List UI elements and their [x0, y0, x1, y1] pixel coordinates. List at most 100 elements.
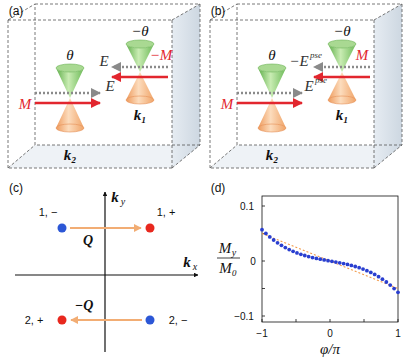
- magnetization-arrow: [237, 102, 302, 105]
- angle-label: −θ: [131, 23, 149, 40]
- q-vector: [70, 227, 141, 229]
- panel-label: (d): [211, 181, 226, 195]
- subscript: y: [121, 196, 125, 207]
- q-vector: [71, 319, 142, 321]
- superscript: pse: [310, 50, 322, 60]
- wavevector-label: k₂: [266, 147, 279, 164]
- data-point: [353, 265, 357, 269]
- field-arrows: [35, 67, 168, 103]
- wavevector-label: k₂: [64, 147, 77, 164]
- magnetization-label: M: [356, 47, 369, 64]
- panel-label: (b): [211, 4, 226, 18]
- sample-cube: [210, 4, 402, 168]
- data-point: [326, 259, 330, 263]
- data-point: [280, 243, 284, 247]
- angle-label: −θ: [333, 23, 351, 40]
- panel-label: (c): [9, 181, 23, 195]
- linear-fit: [262, 234, 398, 289]
- data-point: [334, 260, 338, 264]
- data-point: [361, 267, 365, 271]
- electric-field-arrow: [112, 66, 168, 69]
- axis-label: M₀: [219, 260, 237, 277]
- data-point: [276, 241, 280, 245]
- field-label: E: [304, 78, 313, 95]
- weyl-cone: [328, 40, 356, 104]
- wavevector-label: k₁: [134, 107, 147, 124]
- node-label: 2, −: [169, 314, 188, 326]
- data-point: [388, 283, 392, 287]
- tick-label: 0: [327, 328, 333, 339]
- angle-label: θ: [66, 47, 73, 64]
- node-label: 1, +: [157, 206, 176, 218]
- field-label: −E: [289, 53, 308, 70]
- superscript: pse: [315, 75, 327, 85]
- magnetization-label: M: [19, 96, 32, 113]
- panel-label: (a): [9, 4, 24, 18]
- data-point: [377, 275, 381, 279]
- data-point: [342, 262, 346, 266]
- weyl-node: [146, 224, 155, 233]
- electric-field-arrow: [237, 92, 302, 95]
- axis-label: k: [183, 254, 191, 271]
- data-point: [291, 249, 295, 253]
- data-point: [264, 232, 268, 236]
- data-point: [299, 252, 303, 256]
- data-point: [322, 258, 326, 262]
- magnetization-arrow: [112, 76, 168, 79]
- axis-label: M: [219, 240, 232, 257]
- wavevector-label: k₁: [336, 107, 349, 124]
- data-point: [365, 269, 369, 273]
- electric-field-arrow: [314, 66, 370, 69]
- data-point: [381, 277, 385, 281]
- sample-cube: [8, 4, 200, 168]
- data-point: [373, 273, 377, 277]
- data-point: [260, 228, 264, 232]
- node-label: 1, −: [39, 206, 58, 218]
- field-arrows: [237, 67, 370, 103]
- magnetization-arrow: [35, 102, 100, 105]
- kx-axis: [15, 274, 198, 275]
- data-point: [357, 266, 361, 270]
- tick-label: −0.1: [234, 311, 254, 322]
- magnetization-label: −M: [150, 47, 173, 64]
- tick-label: 0.1: [240, 201, 254, 212]
- tick-label: 1: [395, 328, 401, 339]
- axis-label: φ/π: [320, 341, 340, 358]
- data-point: [303, 254, 307, 258]
- subscript: x: [193, 261, 197, 272]
- data-point: [384, 280, 388, 284]
- data-point: [338, 261, 342, 265]
- data-point: [311, 256, 315, 260]
- weyl-node: [146, 316, 155, 325]
- data-point: [315, 257, 319, 261]
- data-point: [346, 263, 350, 267]
- axis-label: k: [111, 189, 119, 206]
- plot: [217, 196, 400, 322]
- subscript: y: [232, 247, 236, 258]
- data-point: [295, 251, 299, 255]
- tick-label: 0: [250, 256, 256, 267]
- data-point: [330, 259, 334, 263]
- tick-label: −1: [256, 328, 267, 339]
- data-point: [318, 257, 322, 261]
- data-point: [272, 238, 276, 242]
- data-point: [283, 246, 287, 250]
- data-point: [287, 248, 291, 252]
- weyl-cone: [56, 64, 84, 132]
- data-point: [392, 287, 396, 291]
- momentum-plane: [15, 192, 198, 352]
- fraction-bar: [217, 258, 240, 259]
- field-label: E: [99, 53, 108, 70]
- weyl-node: [58, 224, 67, 233]
- node-label: 2, +: [25, 314, 44, 326]
- data-point: [369, 271, 373, 275]
- data-point: [268, 235, 272, 239]
- vector-label: Q: [83, 233, 93, 249]
- vector-label: −Q: [75, 298, 94, 314]
- magnetization-label: M: [221, 96, 234, 113]
- weyl-cone: [258, 64, 286, 132]
- data-point: [396, 290, 400, 294]
